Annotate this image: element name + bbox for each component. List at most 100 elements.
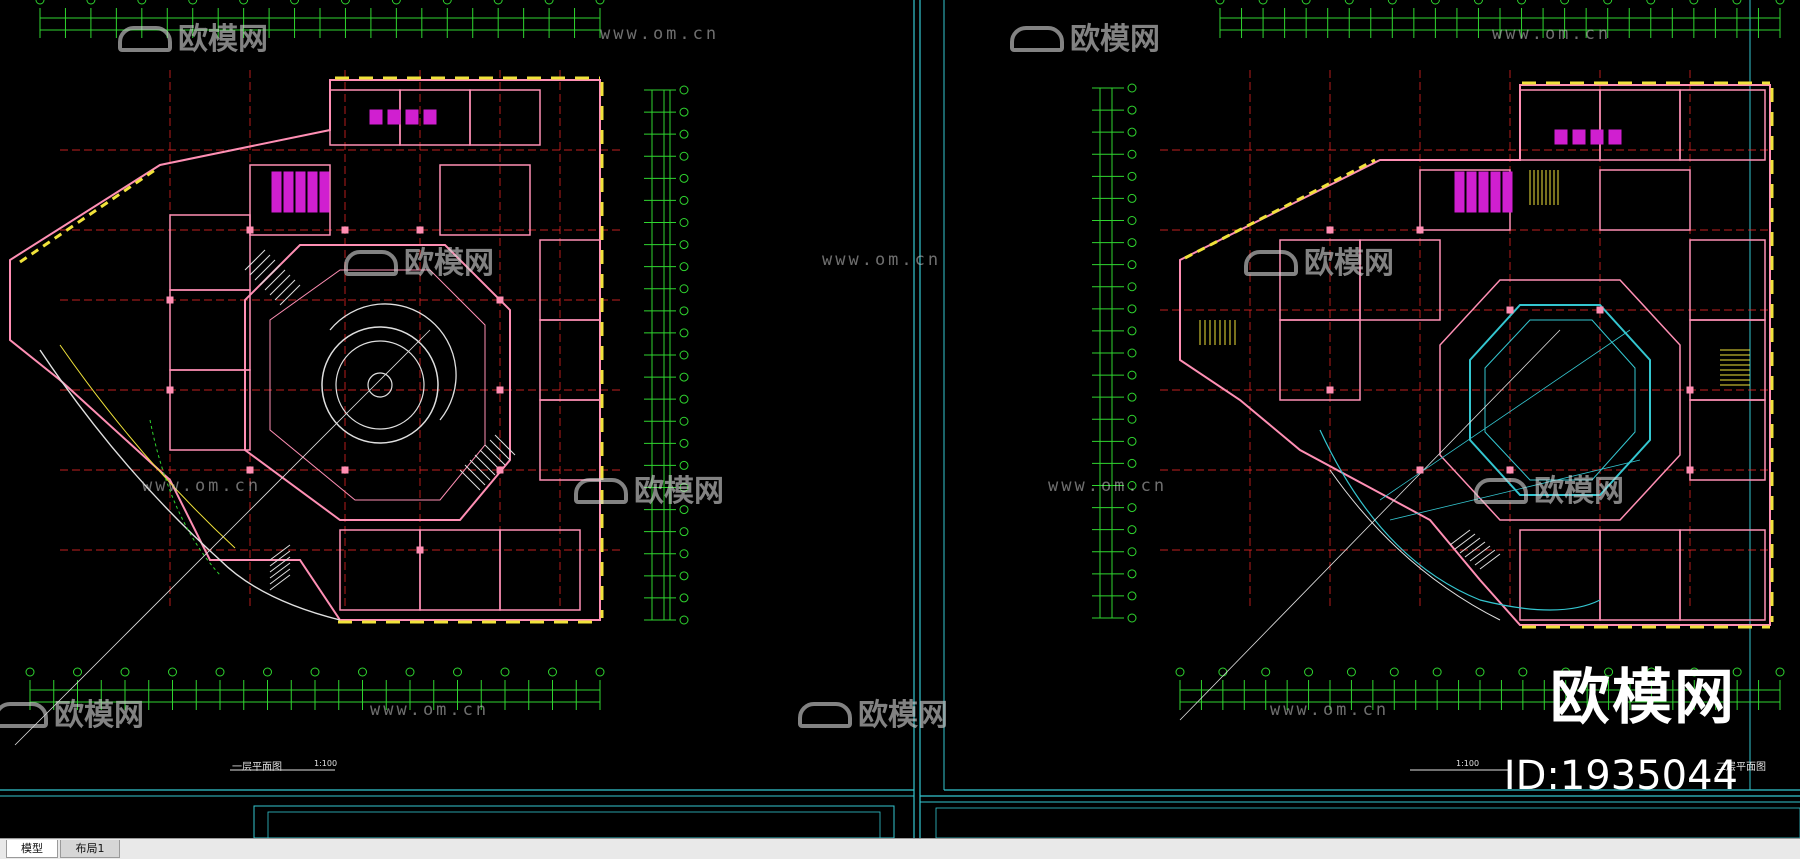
cad-model-space[interactable]	[0, 0, 1800, 838]
axis-bubble	[679, 151, 689, 161]
right-toilet-fixture	[1490, 171, 1501, 213]
left-stair-step	[264, 269, 286, 291]
axis-bubble	[188, 0, 198, 5]
left-toilet-fixture	[295, 171, 306, 213]
right-stair-step	[1454, 533, 1476, 550]
left-stair-step	[269, 274, 291, 296]
sofa-logo-icon	[118, 26, 172, 52]
axis-bubble	[1301, 0, 1311, 5]
watermark-id: ID:1935044	[1503, 753, 1738, 799]
axis-bubble	[1127, 458, 1137, 468]
axis-bubble	[679, 438, 689, 448]
right-plan-title: 二层平面图	[1716, 762, 1766, 773]
drawing-canvas[interactable]: 欧模网 欧模网 欧模网 欧模网 欧模网 欧模网 欧模网 欧模网 www.om.c…	[0, 0, 1800, 838]
axis-bubble	[1646, 0, 1656, 5]
sofa-logo-icon	[798, 702, 852, 728]
watermark-url: www.om.cn	[600, 24, 720, 44]
axis-bubble	[679, 527, 689, 537]
layout-tab-bar: 模型 布局1	[0, 838, 1800, 859]
left-section-line	[14, 329, 431, 746]
axis-bubble	[1732, 667, 1742, 677]
axis-bubble	[340, 0, 350, 5]
right-room-wall	[1519, 89, 1601, 161]
axis-bubble	[1261, 667, 1271, 677]
axis-bubble	[405, 667, 415, 677]
axis-bubble	[1518, 667, 1528, 677]
axis-bubble	[679, 85, 689, 95]
axis-bubble	[1127, 83, 1137, 93]
left-room-wall	[499, 529, 581, 611]
axis-bubble	[1127, 547, 1137, 557]
axis-bubble	[679, 571, 689, 581]
watermark-url: www.om.cn	[370, 700, 490, 720]
axis-bubble	[73, 667, 82, 677]
right-toilet-fixture	[1466, 171, 1477, 213]
left-room-wall	[339, 529, 421, 611]
axis-bubble	[168, 667, 177, 677]
tab-layout1[interactable]: 布局1	[60, 840, 120, 858]
left-stair-step	[259, 264, 281, 286]
axis-bubble	[1127, 348, 1137, 358]
axis-bubble	[679, 460, 689, 470]
right-toilet-fixture	[1478, 171, 1489, 213]
left-toilet-fixture	[387, 109, 401, 125]
right-toilet-fixture	[1608, 129, 1622, 145]
watermark-brand: 欧模网	[118, 14, 268, 58]
right-column	[1326, 386, 1334, 394]
axis-bubble	[679, 240, 689, 250]
axis-bubble	[679, 549, 689, 559]
left-window-band	[19, 166, 159, 264]
left-column	[496, 296, 504, 304]
axis-bubble	[1389, 667, 1399, 677]
axis-bubble	[358, 667, 367, 677]
watermark-url: www.om.cn	[822, 250, 942, 270]
left-plan-scale: 1:100	[314, 759, 338, 768]
axis-bubble	[679, 350, 689, 360]
right-room-wall	[1599, 529, 1681, 621]
sofa-logo-icon	[574, 478, 628, 504]
watermark-url: www.om.cn	[142, 476, 262, 496]
right-column	[1506, 306, 1514, 314]
left-column	[416, 226, 424, 234]
left-room-wall	[169, 369, 251, 451]
right-toilet-fixture	[1590, 129, 1604, 145]
left-toilet-fixture	[307, 171, 318, 213]
left-toilet-fixture	[283, 171, 294, 213]
axis-bubble	[1127, 238, 1137, 248]
axis-bubble	[679, 328, 689, 338]
axis-bubble	[1127, 569, 1137, 579]
left-stair-step	[279, 284, 301, 306]
left-column	[246, 466, 254, 474]
axis-bubble	[679, 483, 689, 492]
axis-bubble	[1473, 0, 1483, 5]
right-stair-step	[1449, 529, 1471, 546]
right-octagon-wall	[1439, 279, 1681, 521]
axis-bubble	[1127, 370, 1137, 380]
axis-bubble	[137, 0, 147, 5]
left-stair-step	[464, 464, 486, 486]
axis-bubble	[1258, 0, 1268, 5]
right-stair-step	[1459, 537, 1481, 554]
watermark-large-brand: 欧模网	[1550, 663, 1736, 733]
axis-bubble	[1475, 667, 1485, 677]
right-column	[1416, 466, 1424, 474]
axis-bubble	[679, 173, 689, 183]
left-atrium-ring	[321, 326, 439, 444]
left-hall-wall	[244, 244, 511, 521]
watermark-url: www.om.cn	[1492, 24, 1612, 44]
left-stair-step	[459, 469, 481, 491]
axis-bubble	[679, 306, 689, 316]
right-column	[1506, 466, 1514, 474]
right-room-wall	[1679, 529, 1766, 621]
axis-bubble	[1517, 0, 1527, 5]
left-stair-arc	[149, 419, 221, 576]
left-room-wall	[249, 164, 331, 236]
right-atrium-ring	[1469, 304, 1651, 496]
tab-model[interactable]: 模型	[6, 840, 58, 858]
axis-bubble	[1775, 0, 1785, 5]
right-room-wall	[1689, 239, 1766, 321]
left-stair-step	[249, 254, 271, 276]
right-room-wall	[1689, 399, 1766, 481]
axis-bubble	[1387, 0, 1397, 5]
axis-bubble	[679, 284, 689, 294]
